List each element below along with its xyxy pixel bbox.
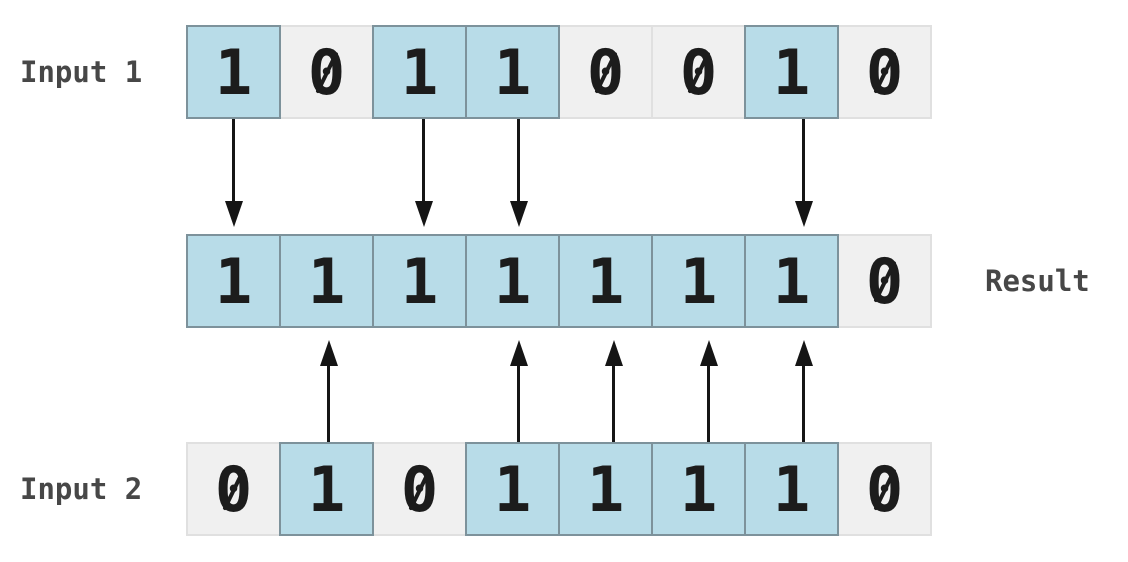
arrow-shaft (327, 364, 330, 442)
arrow-head (319, 340, 338, 366)
bit-value: 0 (865, 245, 904, 318)
arrow-shaft (232, 119, 235, 203)
up-arrow (509, 340, 528, 442)
bit-cell: 1 (279, 234, 374, 328)
bit-cell: 1 (372, 25, 467, 119)
bit-cell: 1 (558, 442, 653, 536)
bit-value: 1 (493, 453, 532, 526)
bit-value: 1 (214, 245, 253, 318)
bit-cell: 1 (558, 234, 653, 328)
arrow-shaft (707, 364, 710, 442)
up-arrow (604, 340, 623, 442)
bit-value: 1 (214, 36, 253, 109)
bit-cell: 0 (651, 25, 746, 119)
arrow-shaft (422, 119, 425, 203)
bit-cell: 1 (465, 442, 560, 536)
bit-value: 0 (679, 36, 718, 109)
up-arrow (699, 340, 718, 442)
input1-label: Input 1 (20, 55, 143, 89)
up-arrow (319, 340, 338, 442)
bit-value: 1 (307, 453, 346, 526)
up-arrow (794, 340, 813, 442)
arrow-head (509, 340, 528, 366)
bit-cell: 1 (744, 234, 839, 328)
arrow-shaft (802, 364, 805, 442)
bit-value: 1 (493, 245, 532, 318)
result-label: Result (985, 264, 1090, 298)
down-arrow (509, 119, 528, 227)
bit-value: 1 (772, 245, 811, 318)
bit-cell: 0 (837, 234, 932, 328)
bit-cell: 1 (744, 442, 839, 536)
down-arrow (414, 119, 433, 227)
arrow-head (604, 340, 623, 366)
bit-cell: 1 (186, 234, 281, 328)
bit-cell: 0 (558, 25, 653, 119)
bit-cell: 0 (186, 442, 281, 536)
bit-value: 1 (679, 453, 718, 526)
bit-value: 0 (307, 36, 346, 109)
down-arrow (794, 119, 813, 227)
arrow-shaft (517, 364, 520, 442)
bit-cell: 0 (837, 25, 932, 119)
bit-value: 0 (214, 453, 253, 526)
arrow-shaft (802, 119, 805, 203)
bit-cell: 0 (279, 25, 374, 119)
arrow-head (699, 340, 718, 366)
bit-cell: 1 (651, 234, 746, 328)
arrow-shaft (612, 364, 615, 442)
bit-value: 0 (586, 36, 625, 109)
bit-value: 0 (865, 36, 904, 109)
bit-cell: 0 (837, 442, 932, 536)
bit-cell: 1 (186, 25, 281, 119)
arrow-head (224, 201, 243, 227)
arrow-head (414, 201, 433, 227)
bit-cell: 0 (372, 442, 467, 536)
arrow-shaft (517, 119, 520, 203)
bit-value: 0 (865, 453, 904, 526)
bit-cell: 1 (372, 234, 467, 328)
bit-value: 1 (586, 245, 625, 318)
bit-cell: 1 (465, 234, 560, 328)
bit-value: 1 (400, 245, 439, 318)
bit-value: 1 (679, 245, 718, 318)
bit-value: 1 (493, 36, 532, 109)
arrow-head (794, 340, 813, 366)
bit-value: 1 (772, 453, 811, 526)
bit-value: 0 (400, 453, 439, 526)
bit-value: 1 (307, 245, 346, 318)
bit-cell: 1 (651, 442, 746, 536)
bit-cell: 1 (744, 25, 839, 119)
bit-cell: 1 (279, 442, 374, 536)
down-arrow (224, 119, 243, 227)
bit-value: 1 (586, 453, 625, 526)
bit-value: 1 (400, 36, 439, 109)
bit-cell: 1 (465, 25, 560, 119)
arrow-head (794, 201, 813, 227)
arrow-head (509, 201, 528, 227)
input2-label: Input 2 (20, 472, 143, 506)
bit-value: 1 (772, 36, 811, 109)
